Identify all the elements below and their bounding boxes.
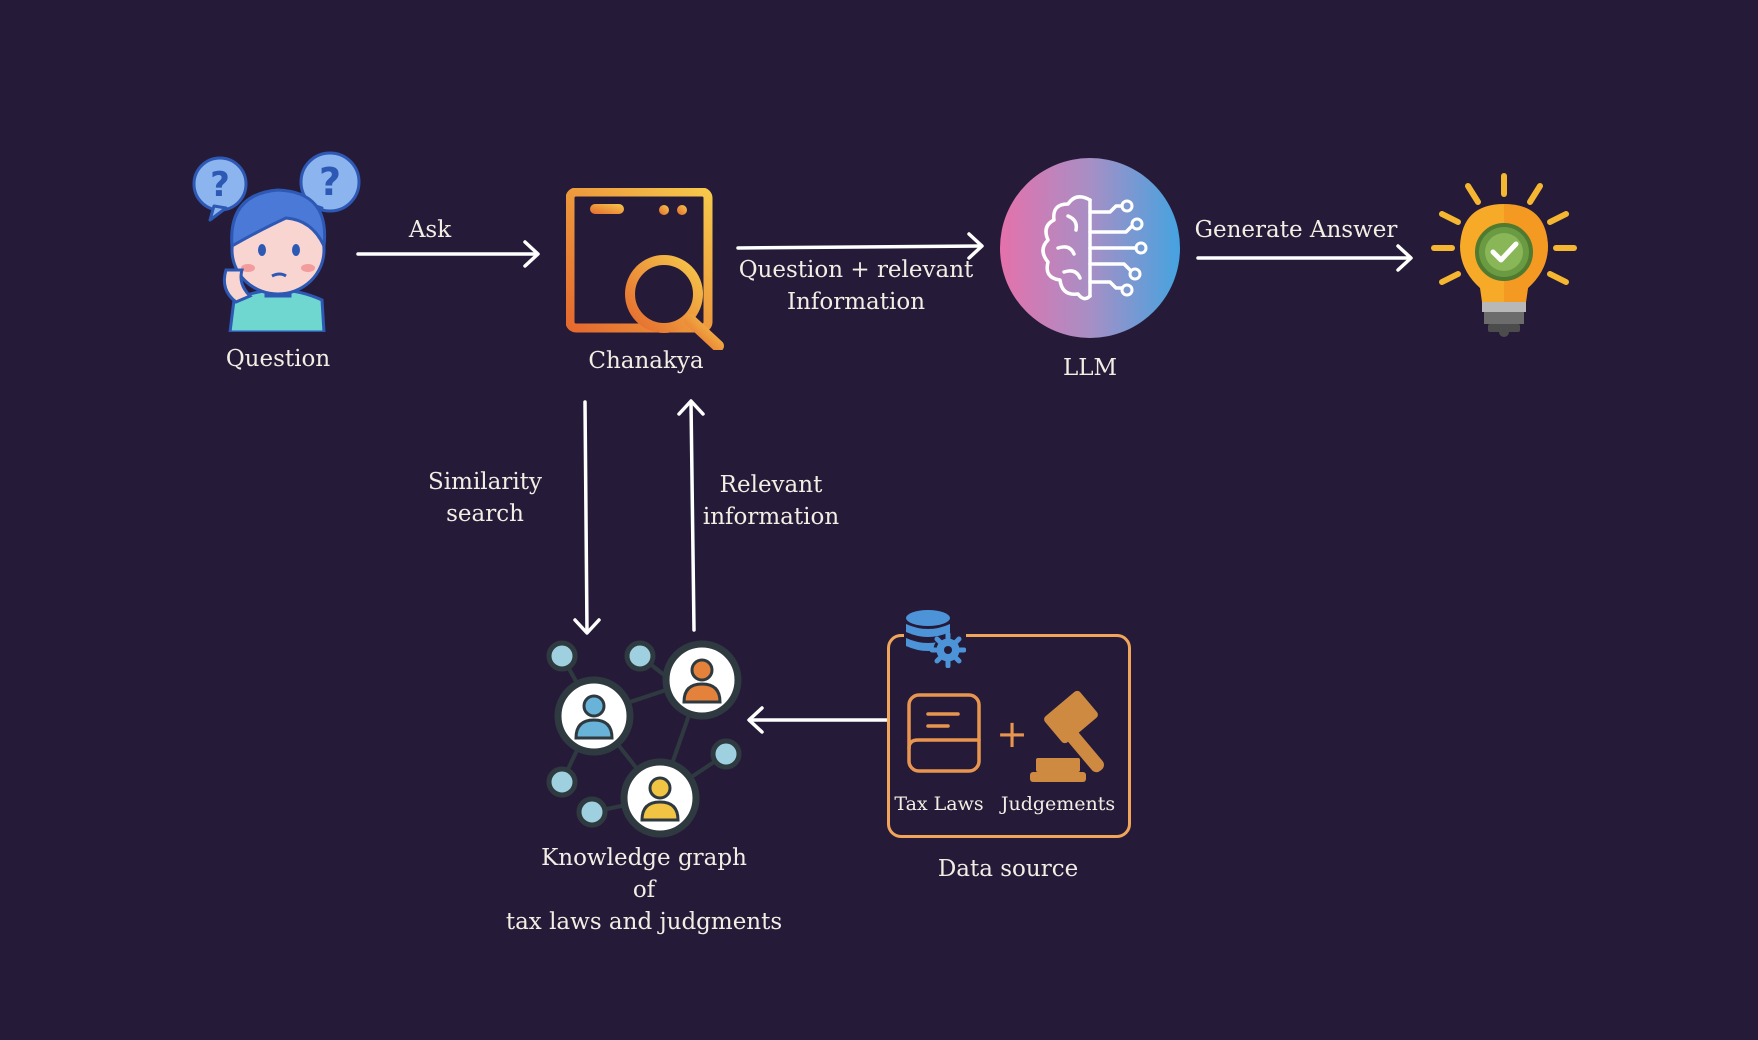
ai-brain-icon	[1000, 158, 1180, 338]
knowledge-graph-line-2: of	[632, 877, 656, 903]
generate-answer-label: Generate Answer	[1194, 217, 1398, 243]
network-people-icon	[546, 640, 742, 838]
arrow-question-info	[736, 232, 984, 260]
svg-text:?: ?	[319, 160, 341, 204]
confused-person-icon: ? ?	[192, 151, 361, 332]
similarity-search-label: Similarity search	[398, 466, 572, 530]
relevant-information-label: Relevant information	[684, 469, 858, 533]
plus-sign: +	[996, 712, 1028, 756]
arrow-similarity-search	[573, 400, 601, 635]
gavel-icon	[1030, 690, 1104, 782]
law-book-icon	[907, 693, 981, 773]
database-gear-icon	[904, 608, 966, 668]
judgements-label: Judgements	[1000, 793, 1116, 815]
arrow-data-to-graph	[747, 706, 889, 734]
knowledge-graph-line-3: tax laws and judgments	[505, 909, 783, 935]
relevant-information-line-1: Relevant	[719, 472, 823, 498]
tax-laws-label: Tax Laws	[894, 793, 984, 815]
question-info-line-2: Information	[786, 289, 926, 315]
chanakya-label: Chanakya	[588, 348, 704, 374]
llm-label: LLM	[1062, 355, 1118, 381]
svg-text:?: ?	[210, 165, 230, 205]
question-label: Question	[225, 346, 331, 372]
arrow-ask	[356, 240, 540, 268]
ask-label: Ask	[408, 217, 452, 243]
arrow-generate-answer	[1196, 244, 1413, 272]
similarity-search-line-2: search	[446, 501, 524, 527]
data-source-label: Data source	[937, 856, 1079, 882]
knowledge-graph-label: Knowledge graph of tax laws and judgment…	[484, 842, 804, 938]
question-info-line-1: Question + relevant	[738, 257, 974, 283]
question-info-label: Question + relevant Information	[726, 254, 986, 318]
knowledge-graph-line-1: Knowledge graph	[541, 845, 747, 871]
similarity-search-line-1: Similarity	[428, 469, 542, 495]
relevant-information-line-2: information	[702, 504, 840, 530]
lightbulb-check-icon	[1431, 173, 1577, 337]
browser-search-icon	[566, 188, 724, 350]
data-source-box	[887, 634, 1131, 838]
arrow-relevant-information	[677, 399, 705, 632]
